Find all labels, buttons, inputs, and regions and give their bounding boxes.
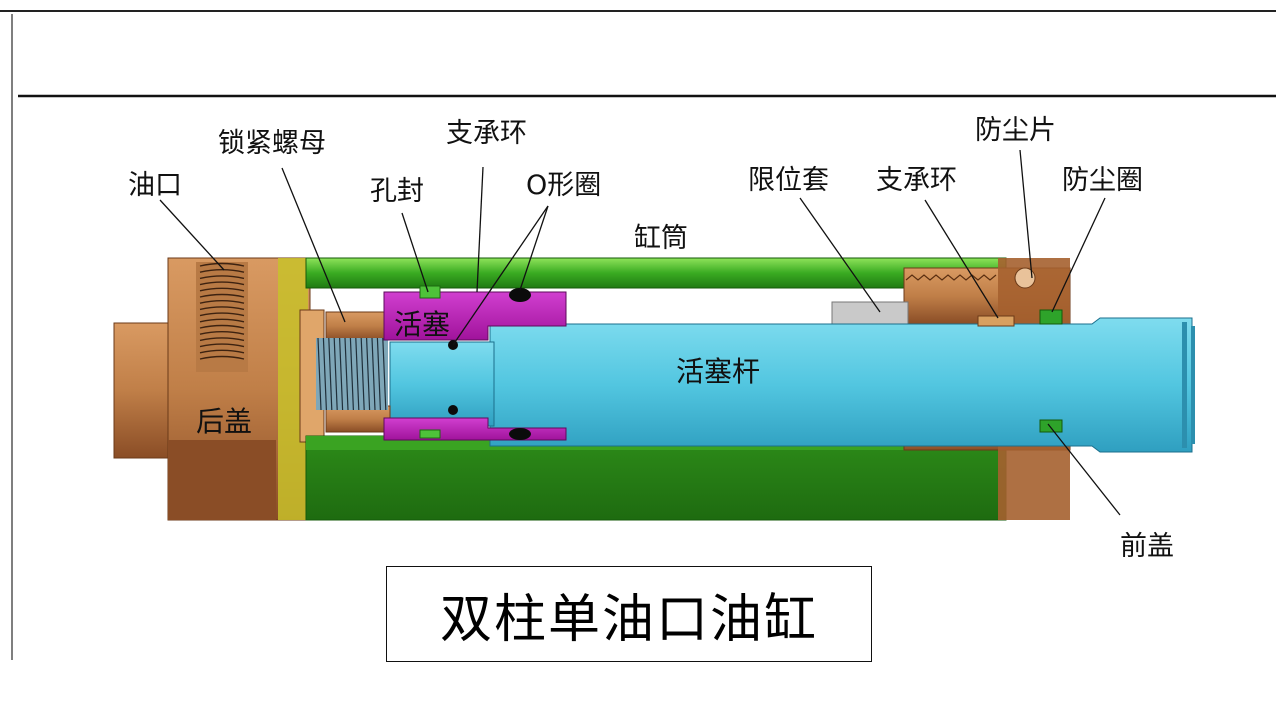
port-thread-line (199, 355, 245, 360)
port-thread-line (199, 331, 245, 335)
dust-ring-top (1039, 309, 1063, 325)
nut-thread-line (366, 337, 371, 411)
port-thread-line (199, 269, 245, 273)
label-piston: 活塞 (394, 308, 451, 341)
o-ring-bottom (509, 428, 531, 440)
hole-seal-bottom (419, 429, 441, 439)
port-thread-line (199, 306, 245, 311)
label-front-cover: 前盖 (1120, 531, 1174, 562)
lock-nut (325, 311, 391, 433)
label-support-ring-right: 支承环 (876, 165, 957, 196)
nut-thread-line (376, 337, 381, 411)
port-thread-line (199, 281, 245, 286)
diagram-title: 双柱单油口油缸 (439, 589, 818, 650)
nut-thread-line (344, 337, 349, 411)
nut-thread-line (371, 337, 376, 411)
label-limit-sleeve: 限位套 (748, 165, 829, 196)
oil-port-thread (199, 262, 245, 360)
label-support-ring-left: 支承环 (446, 118, 527, 149)
port-thread-line (199, 262, 245, 267)
label-dust-plate: 防尘片 (975, 115, 1056, 146)
support-ring-right-top (977, 315, 1015, 327)
label-dust-ring: 防尘圈 (1062, 165, 1143, 196)
nut-thread-line (355, 337, 360, 411)
o-ring-rod-bottom (448, 405, 458, 415)
port-thread-line (199, 287, 245, 292)
label-cylinder-barrel: 缸筒 (634, 223, 688, 254)
nut-thread-line (322, 337, 327, 411)
label-rear-cover: 后盖 (196, 405, 253, 438)
label-piston-rod: 活塞杆 (676, 355, 761, 388)
label-o-ring: O形圈 (526, 170, 602, 201)
rod-groove-2 (1191, 326, 1195, 444)
hole-seal-top (419, 285, 441, 299)
nut-thread-line (339, 337, 344, 411)
nut-thread-line (328, 337, 333, 411)
rod-groove-1 (1182, 322, 1187, 448)
port-thread-line (199, 324, 245, 329)
nut-thread-line (333, 337, 338, 411)
port-thread-line (199, 318, 245, 323)
nut-thread-line (349, 337, 354, 411)
title-box: 双柱单油口油缸 (386, 566, 872, 662)
nut-thread-line (360, 337, 365, 411)
port-thread-line (199, 343, 245, 348)
port-thread-line (199, 300, 245, 304)
port-thread-line (199, 275, 245, 280)
piston-rod-neck (389, 341, 495, 427)
nut-thread-line (317, 337, 322, 411)
label-hole-seal: 孔封 (370, 176, 424, 207)
nut-thread-line (382, 337, 387, 411)
leader-lines (159, 149, 1121, 516)
port-thread-line (199, 337, 245, 342)
lock-nut-thread (316, 337, 388, 411)
port-thread-line (199, 293, 245, 298)
dust-ring-bottom (1039, 419, 1063, 433)
label-oil-port: 油口 (128, 170, 182, 201)
piston-rod (489, 317, 1193, 453)
port-thread-line (199, 312, 245, 317)
rear-cover (113, 257, 325, 521)
label-lock-nut: 锁紧螺母 (218, 128, 326, 159)
o-ring-top (509, 288, 531, 302)
thread-line (905, 274, 997, 281)
port-thread-line (199, 349, 245, 354)
